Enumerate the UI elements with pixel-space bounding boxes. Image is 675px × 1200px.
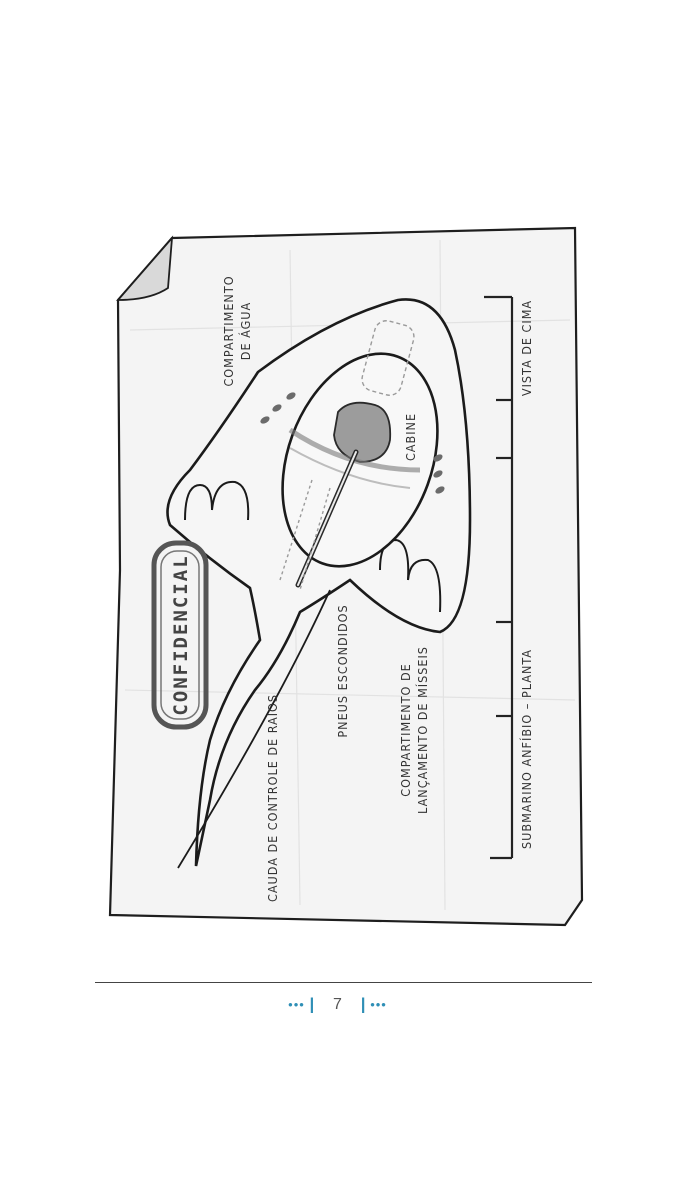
right-dots-icon: ••• [370,997,387,1013]
svg-text:COMPARTIMENTO: COMPARTIMENTO [221,275,236,386]
left-dots-icon: ••• [288,997,305,1013]
water-compartment [361,320,415,396]
right-bar: | [360,994,366,1014]
stamp-text: CONFIDENCIAL [170,554,192,715]
views-bracket [484,295,514,860]
label-tail: CAUDA DE CONTROLE DE RAIOS [265,694,280,902]
cabin-seat [333,401,392,463]
page-number: 7 [333,995,342,1013]
svg-text:COMPARTIMENTO DE: COMPARTIMENTO DE [398,663,413,796]
footer-divider [95,982,592,983]
label-top-view: VISTA DE CIMA [519,300,534,396]
label-plan: SUBMARINO ANFÍBIO – PLANTA [519,649,534,849]
svg-text:DE ÁGUA: DE ÁGUA [238,302,253,360]
vent-marks [260,392,445,494]
folded-corner [116,235,174,301]
confidencial-stamp: CONFIDENCIAL [151,540,209,730]
label-tires: PNEUS ESCONDIDOS [335,604,350,737]
label-cabin: CABINE [403,413,418,461]
label-water-compartment: COMPARTIMENTO DE ÁGUA [221,275,253,386]
label-missile-compartment: COMPARTIMENTO DE LANÇAMENTO DE MÍSSEIS [398,646,430,814]
svg-text:LANÇAMENTO DE MÍSSEIS: LANÇAMENTO DE MÍSSEIS [415,646,430,814]
left-bar: | [309,994,315,1014]
page-number-marker: ••• | 7 | ••• [0,994,675,1015]
